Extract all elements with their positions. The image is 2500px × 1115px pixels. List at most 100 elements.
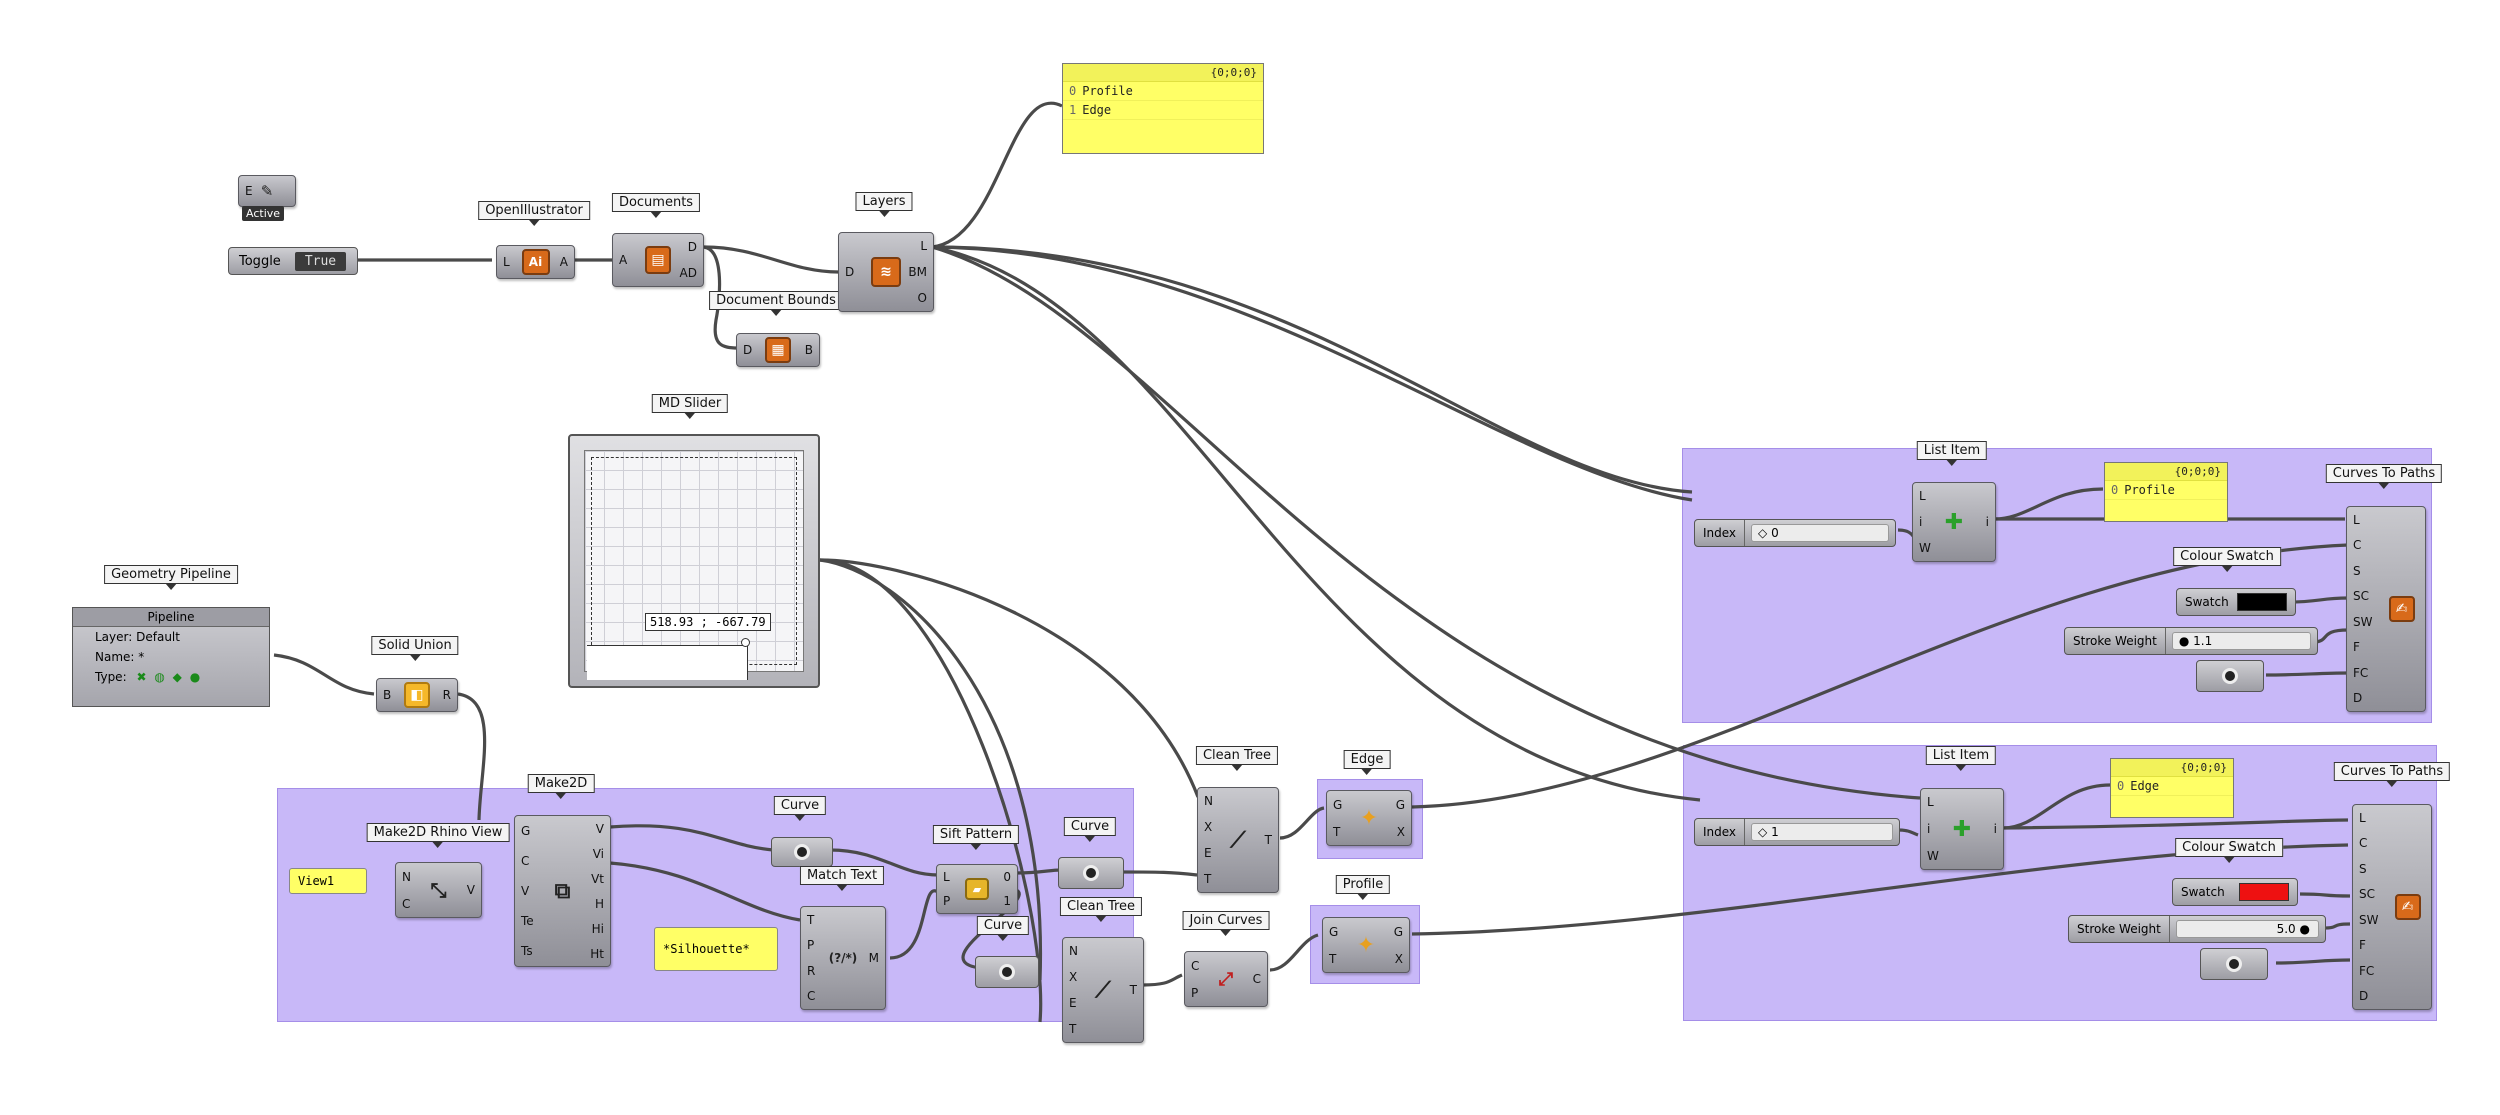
document-bounds-component[interactable]: D ▦ B	[736, 333, 820, 367]
port-label: L	[2353, 512, 2360, 527]
toggle-value[interactable]: True	[294, 251, 347, 271]
line-cap-param-bottom[interactable]	[2200, 948, 2268, 980]
colour-swatch-bottom[interactable]: Swatch	[2172, 878, 2298, 906]
port-label: E	[245, 184, 253, 198]
wire	[819, 558, 1200, 798]
label-curve-b: Curve	[1063, 817, 1117, 842]
join-icon: ⤢	[1218, 968, 1234, 990]
slider-track[interactable]: ◇ 0	[1751, 524, 1889, 542]
slider-track[interactable]: ◇ 1	[1751, 823, 1893, 841]
wire	[457, 692, 487, 821]
label-make2d-rhino-view: Make2D Rhino View	[366, 823, 510, 848]
colour-swatch-top[interactable]: Swatch	[2176, 588, 2296, 616]
swatch-name: Swatch	[2181, 885, 2225, 899]
curve-param-c[interactable]	[975, 956, 1039, 988]
port-label: P	[1191, 985, 1199, 1000]
port-label: Vi	[592, 846, 604, 861]
type-surface-icon[interactable]: ◆	[172, 670, 182, 684]
list-item-icon: ✚	[1952, 816, 1972, 842]
port-label: H	[594, 896, 604, 911]
geometry-pipeline-component[interactable]: Pipeline Layer: Default Name: * Type: ✖ …	[72, 607, 270, 707]
port-label: FC	[2359, 963, 2375, 978]
silhouette-input[interactable]: *Silhouette*	[654, 927, 778, 971]
port-label: S	[2353, 563, 2361, 578]
type-curve-icon[interactable]: ◍	[154, 670, 165, 684]
layers-icon: ≋	[871, 257, 901, 287]
port-label: V	[466, 883, 475, 897]
pipeline-name-label: Name:	[95, 650, 135, 664]
stroke-weight-slider-bottom[interactable]: Stroke Weight 5.0 ●	[2068, 915, 2326, 943]
row-value: Profile	[1082, 84, 1133, 98]
port-label: X	[1204, 820, 1213, 834]
line-cap-param-top[interactable]	[2196, 660, 2264, 692]
port-label: X	[1396, 824, 1405, 839]
type-x-icon[interactable]: ✖	[136, 670, 147, 684]
wire	[931, 245, 1921, 800]
index-slider-top[interactable]: Index ◇ 0	[1694, 519, 1896, 547]
label-sift-pattern: Sift Pattern	[932, 825, 1020, 850]
label-join-curves: Join Curves	[1182, 911, 1270, 936]
wire	[609, 861, 801, 922]
index-slider-bottom[interactable]: Index ◇ 1	[1694, 818, 1900, 846]
port-label: T	[1069, 1022, 1077, 1036]
port-label: X	[1069, 970, 1078, 984]
active-component[interactable]: E ✎	[238, 175, 296, 207]
port-label: G	[1393, 924, 1403, 939]
port-label: SC	[2359, 887, 2375, 902]
boolean-toggle[interactable]: Toggle True	[228, 247, 358, 275]
active-badge: Active	[242, 206, 285, 221]
port-label: T	[1264, 833, 1272, 847]
curve-param-b[interactable]	[1058, 857, 1124, 889]
group-curves-to-paths-bottom[interactable]	[1683, 745, 2437, 1021]
view-icon: ⤡	[430, 878, 447, 902]
md-slider-handle[interactable]	[741, 638, 750, 647]
pipeline-name-row: Name: *	[73, 647, 269, 667]
type-mesh-icon[interactable]: ●	[189, 670, 201, 684]
md-slider[interactable]: 518.93 ; -667.79	[568, 434, 820, 688]
openillustrator-component[interactable]: L Ai A	[496, 245, 575, 279]
port-label: E	[1069, 996, 1077, 1010]
curve-param-a[interactable]	[771, 837, 833, 867]
swatch-color-black[interactable]	[2237, 593, 2287, 611]
port-label: D	[2353, 691, 2363, 706]
port-label: D	[845, 265, 855, 279]
solid-union-component[interactable]: B ◧ R	[376, 678, 458, 712]
wire	[1897, 828, 1919, 837]
label-clean-tree-b: Clean Tree	[1059, 897, 1143, 922]
bounds-icon: ▦	[765, 337, 791, 363]
label-list-item-top: List Item	[1916, 441, 1988, 466]
wire	[2299, 892, 2351, 898]
view-input[interactable]: View1	[289, 868, 367, 894]
group-curves-to-paths-top[interactable]	[1682, 448, 2432, 723]
wire	[889, 889, 939, 960]
port-label: C	[807, 989, 816, 1004]
port-label: C	[2353, 538, 2362, 553]
md-slider-selection	[587, 645, 748, 680]
stroke-weight-slider-top[interactable]: Stroke Weight ● 1.1	[2064, 627, 2318, 655]
md-slider-grid[interactable]: 518.93 ; -667.79	[584, 450, 804, 680]
port-label: i	[1985, 515, 1989, 529]
label-list-item-bottom: List Item	[1925, 746, 1997, 771]
slider-track[interactable]: 5.0 ●	[2175, 920, 2319, 938]
swatch-color-red[interactable]	[2239, 883, 2289, 901]
slider-track[interactable]: ● 1.1	[2171, 632, 2311, 650]
